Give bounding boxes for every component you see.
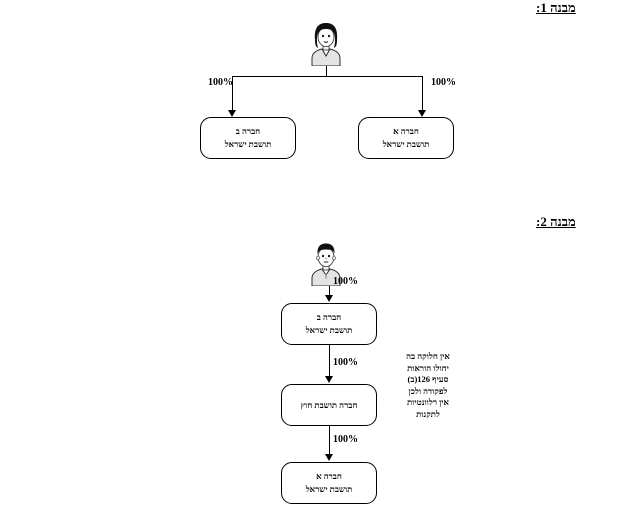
entity-box-company-alef-2: חברה א תושבת ישראל [281, 462, 377, 504]
arrow-head-s2-company-foreign [325, 376, 333, 383]
entity-residency: תושבת ישראל [224, 139, 272, 149]
entity-box-company-bet: חברה ב תושבת ישראל [200, 117, 296, 159]
annotation-line-6: לתקנות [416, 408, 440, 419]
annotation-note: אין חלוקה בה יחולו הוראות סעיף 126(ב) לפ… [393, 351, 463, 420]
annotation-line-2: יחולו הוראות [407, 362, 449, 373]
woman-avatar-icon [311, 23, 341, 66]
structure-1-title: מבנה 1: [536, 0, 576, 15]
annotation-line-5: אין רלוונטיות [407, 397, 449, 407]
annotation-line-4: לפקודה ולכן [408, 385, 448, 396]
connector-s2-foreign-to-alef [329, 426, 330, 454]
connector-s2-owner-to-bet [329, 286, 330, 295]
entity-box-company-alef: חברה א תושבת ישראל [358, 117, 454, 159]
annotation-line-1: אין חלוקה בה [406, 351, 450, 361]
structure-2-title: מבנה 2: [536, 214, 576, 229]
connector-s1-bus [232, 76, 422, 77]
connector-s1-stem [326, 66, 327, 76]
entity-residency: תושבת ישראל [382, 139, 430, 149]
entity-box-company-bet-2: חברה ב תושבת ישראל [281, 303, 377, 345]
man-avatar-icon [311, 243, 341, 286]
edge-label-s2-bottom: 100% [333, 434, 358, 445]
entity-name: חברה א [316, 471, 342, 481]
connector-s1-to-company-alef [422, 76, 423, 110]
arrow-head-s2-company-bet [325, 295, 333, 302]
entity-box-foreign-company: חברה תושבת חוץ [281, 384, 377, 426]
entity-residency: תושבת ישראל [305, 484, 353, 494]
edge-label-s2-owner: 100% [333, 276, 358, 287]
entity-name: חברה ב [316, 312, 342, 322]
annotation-line-3: סעיף 126(ב) [407, 374, 449, 384]
entity-name: חברה א [393, 126, 419, 136]
entity-name: חברה תושבת חוץ [300, 399, 358, 410]
connector-s2-bet-to-foreign [329, 345, 330, 376]
edge-label-s1-left: 100% [431, 77, 456, 88]
connector-s1-to-company-bet [232, 76, 233, 110]
edge-label-s2-middle: 100% [333, 357, 358, 368]
arrow-head-s1-company-alef [418, 110, 426, 117]
arrow-head-s1-company-bet [228, 110, 236, 117]
arrow-head-s2-company-alef [325, 454, 333, 461]
entity-residency: תושבת ישראל [305, 325, 353, 335]
edge-label-s1-right: 100% [208, 77, 233, 88]
entity-name: חברה ב [235, 126, 261, 136]
